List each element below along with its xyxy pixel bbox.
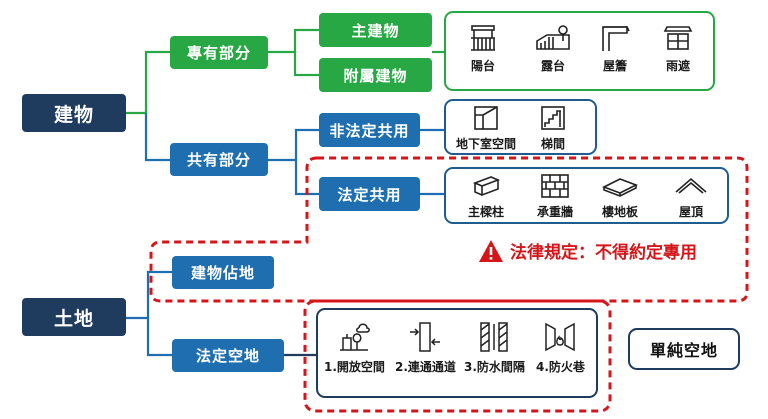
annex-item-label: 屋簷 <box>602 59 627 73</box>
open-space-item: 4.防火巷 <box>536 320 585 375</box>
statutory-open-space-node: 法定空地 <box>172 339 284 372</box>
open-space-item-label: 1.開放空間 <box>324 360 385 374</box>
annex-item: 露台 <box>535 23 571 74</box>
building-node: 建物 <box>22 94 126 132</box>
fire-lane-icon <box>545 322 576 352</box>
annex-item: 屋簷 <box>599 23 631 74</box>
terrace-icon <box>536 25 570 50</box>
statutory-item-label: 樓地板 <box>602 205 639 219</box>
annex-item-label: 雨遮 <box>665 59 690 73</box>
statutory-item: 主樑柱 <box>468 173 504 220</box>
connector-exclusive-branches <box>268 28 319 77</box>
statutory-items-panel: 主樑柱 承重牆 樓地板 屋頂 <box>444 167 729 224</box>
statutory-item: 承重牆 <box>537 173 573 220</box>
warning-text: 法律規定：不得約定專用 <box>510 243 697 263</box>
floor-slab-icon <box>602 178 638 197</box>
waterproof-gap-icon <box>480 322 509 352</box>
basement-icon <box>474 106 498 130</box>
building-site-node: 建物佔地 <box>172 256 274 289</box>
pure-open-space-box: 單純空地 <box>628 328 740 370</box>
connector-common-branches <box>268 128 319 196</box>
open-space-item-label: 4.防火巷 <box>536 360 585 374</box>
open-space-icon <box>340 323 371 351</box>
exclusive-part-node: 專有部分 <box>170 36 268 69</box>
common-part-node: 共有部分 <box>170 143 268 176</box>
statutory-item-label: 屋頂 <box>678 205 703 219</box>
annex-items-panel: 陽台 露台 屋簷 雨遮 <box>444 11 715 91</box>
connector-land-branches <box>126 270 172 357</box>
warning-icon <box>479 239 503 262</box>
connector-building-branches <box>126 50 170 115</box>
load-bearing-wall-icon <box>541 174 569 198</box>
roof-icon <box>675 177 707 194</box>
open-space-item: 2.連通通道 <box>395 320 456 375</box>
main-building-node: 主建物 <box>319 13 432 47</box>
open-space-item-label: 3.防水間隔 <box>464 360 525 374</box>
annex-building-node: 附屬建物 <box>319 58 432 92</box>
open-space-item-label: 2.連通通道 <box>395 360 456 374</box>
beam-column-icon <box>472 176 501 197</box>
non-statutory-item: 地下室空間 <box>456 105 516 152</box>
annex-item: 陽台 <box>468 23 498 74</box>
non-statutory-common-node: 非法定共用 <box>319 113 420 147</box>
legal-warning: 法律規定：不得約定專用 <box>478 238 697 263</box>
eaves-icon <box>602 26 630 51</box>
stairwell-icon <box>541 106 565 130</box>
rain-shelter-icon <box>663 26 693 50</box>
open-space-item: 3.防水間隔 <box>464 320 525 375</box>
non-statutory-item-label: 地下室空間 <box>456 137 517 151</box>
restricted-zone-outline <box>149 156 749 303</box>
annex-item-label: 陽台 <box>470 59 495 73</box>
non-statutory-item-label: 梯間 <box>540 137 565 151</box>
annex-item: 雨遮 <box>662 23 694 74</box>
balcony-icon <box>471 25 495 51</box>
land-node: 土地 <box>22 298 126 336</box>
statutory-item-label: 主樑柱 <box>468 205 505 219</box>
open-space-item: 1.開放空間 <box>324 320 385 375</box>
passage-icon <box>410 322 441 352</box>
statutory-item-label: 承重牆 <box>537 205 574 219</box>
non-statutory-item: 梯間 <box>540 105 566 152</box>
statutory-item: 屋頂 <box>674 173 708 220</box>
pure-open-space-label: 單純空地 <box>649 341 718 360</box>
open-space-items-panel: 1.開放空間 2.連通通道 3.防水間隔 4.防火巷 <box>316 308 598 398</box>
statutory-item: 樓地板 <box>602 173 638 220</box>
annex-item-label: 露台 <box>540 59 565 73</box>
non-statutory-items-panel: 地下室空間 梯間 <box>444 99 597 155</box>
statutory-common-node: 法定共用 <box>319 177 420 211</box>
